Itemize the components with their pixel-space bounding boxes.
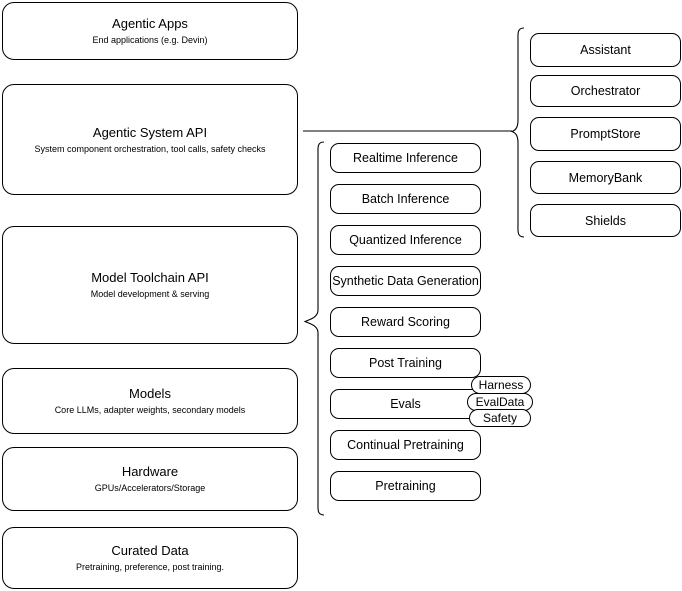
capability-chip-realtime-inference[interactable]: Realtime Inference <box>330 143 481 173</box>
eval-subcomponent-label: EvalData <box>475 395 525 409</box>
eval-subcomponent-label: Harness <box>478 378 524 392</box>
layer-box-models[interactable]: Models Core LLMs, adapter weights, secon… <box>2 368 298 434</box>
capability-chip-quantized-inference[interactable]: Quantized Inference <box>330 225 481 255</box>
layer-subtitle: Core LLMs, adapter weights, secondary mo… <box>54 405 246 415</box>
layer-title: Model Toolchain API <box>91 270 209 285</box>
system-component-label: MemoryBank <box>568 170 643 185</box>
layer-box-hardware[interactable]: Hardware GPUs/Accelerators/Storage <box>2 447 298 511</box>
capability-chip-batch-inference[interactable]: Batch Inference <box>330 184 481 214</box>
capability-chip-pretraining[interactable]: Pretraining <box>330 471 481 501</box>
capability-label: Post Training <box>369 356 442 370</box>
capability-chip-continual-pretraining[interactable]: Continual Pretraining <box>330 430 481 460</box>
eval-subcomponent-pill-harness[interactable]: Harness <box>471 376 531 394</box>
layer-box-model-toolchain-api[interactable]: Model Toolchain API Model development & … <box>2 226 298 344</box>
layer-title: Models <box>129 386 171 401</box>
capability-label: Reward Scoring <box>361 315 450 329</box>
capability-label: Continual Pretraining <box>347 438 464 452</box>
eval-subcomponent-label: Safety <box>482 411 518 425</box>
layer-subtitle: System component orchestration, tool cal… <box>34 143 266 154</box>
capability-label: Synthetic Data Generation <box>332 274 479 288</box>
system-component-chip-promptstore[interactable]: PromptStore <box>530 117 681 151</box>
system-component-chip-shields[interactable]: Shields <box>530 204 681 237</box>
layer-title: Curated Data <box>111 543 189 558</box>
capability-chip-synthetic-data-generation[interactable]: Synthetic Data Generation <box>330 266 481 296</box>
brace-agentic-system-components <box>510 27 525 238</box>
system-component-chip-memorybank[interactable]: MemoryBank <box>530 161 681 194</box>
capability-chip-evals[interactable]: Evals <box>330 389 481 419</box>
system-component-chip-orchestrator[interactable]: Orchestrator <box>530 75 681 107</box>
system-component-label: PromptStore <box>570 127 641 141</box>
layer-title: Agentic Apps <box>112 16 188 31</box>
system-component-chip-assistant[interactable]: Assistant <box>530 33 681 67</box>
brace-toolchain-capabilities <box>303 141 325 516</box>
capability-label: Evals <box>390 397 421 411</box>
layer-subtitle: GPUs/Accelerators/Storage <box>94 483 206 493</box>
eval-subcomponent-pill-safety[interactable]: Safety <box>469 409 531 427</box>
layer-box-agentic-apps[interactable]: Agentic Apps End applications (e.g. Devi… <box>2 2 298 60</box>
layer-box-agentic-system-api[interactable]: Agentic System API System component orch… <box>2 84 298 195</box>
layer-title: Agentic System API <box>92 124 208 140</box>
system-component-label: Assistant <box>580 43 631 57</box>
layer-box-curated-data[interactable]: Curated Data Pretraining, preference, po… <box>2 527 298 589</box>
capability-label: Quantized Inference <box>349 233 462 247</box>
capability-label: Realtime Inference <box>353 151 458 165</box>
capability-label: Batch Inference <box>361 192 450 206</box>
layer-title: Hardware <box>121 464 179 479</box>
capability-chip-post-training[interactable]: Post Training <box>330 348 481 378</box>
layer-subtitle: Model development & serving <box>90 289 210 299</box>
layer-subtitle: Pretraining, preference, post training. <box>75 562 225 572</box>
system-component-label: Shields <box>585 213 626 228</box>
system-component-label: Orchestrator <box>570 84 641 98</box>
capability-chip-reward-scoring[interactable]: Reward Scoring <box>330 307 481 337</box>
capability-label: Pretraining <box>375 479 436 493</box>
layer-subtitle: End applications (e.g. Devin) <box>92 35 208 45</box>
